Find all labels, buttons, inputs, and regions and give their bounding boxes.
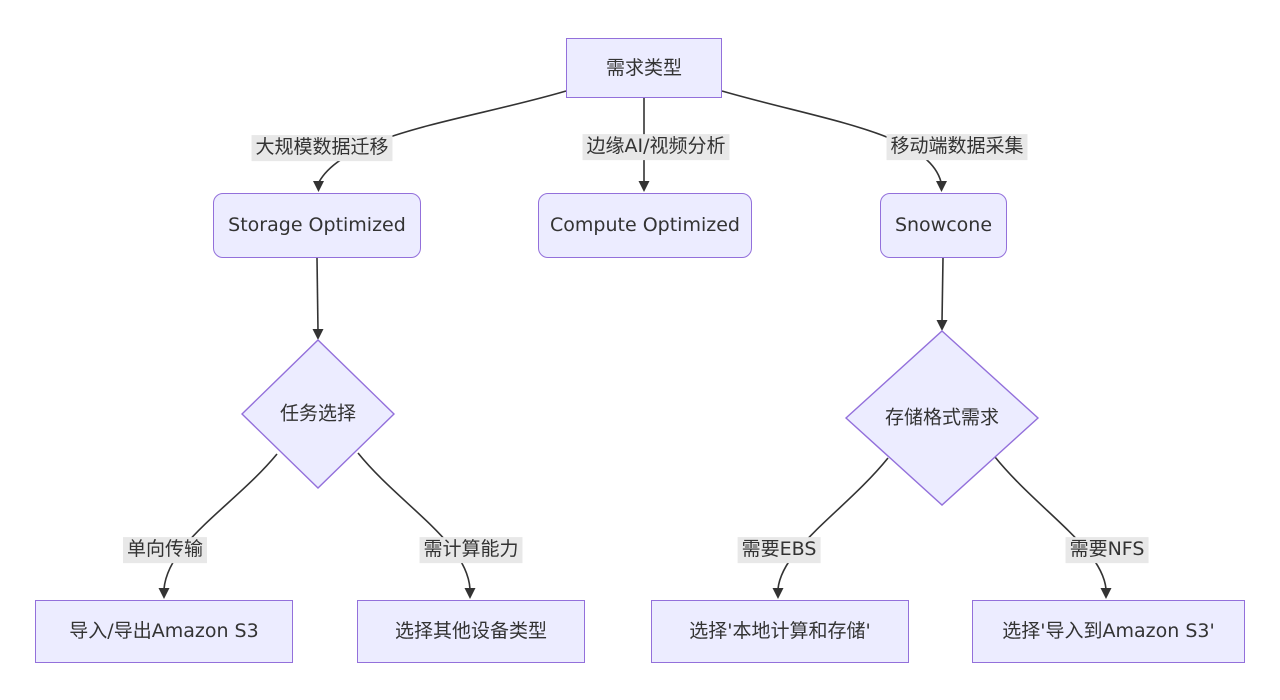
arrowhead-icon: [1100, 588, 1112, 599]
edge-label-need-compute: 需计算能力: [419, 537, 523, 563]
edge-label-mass-migration: 大规模数据迁移: [251, 135, 393, 161]
edge-label-need-ebs: 需要EBS: [737, 537, 821, 563]
decision-task-select-shape: [240, 339, 396, 489]
arrowhead-icon: [936, 320, 948, 331]
edge-label-one-way: 单向传输: [122, 537, 208, 563]
arrowhead-icon: [936, 181, 947, 192]
decision-storage-format-label: 存储格式需求: [884, 406, 1000, 429]
arrowhead-icon: [313, 181, 324, 192]
edge-storage-taskselect: [316, 257, 319, 332]
edge-needtype-snowcone: [721, 90, 942, 183]
arrowhead-icon: [772, 588, 784, 599]
edge-storageformat-imports3: [994, 456, 1107, 590]
decision-storage-format-shape: [844, 330, 1040, 506]
arrowhead-icon: [638, 181, 650, 192]
edge-taskselect-otherdevice: [357, 452, 471, 590]
edge-storageformat-localcompute: [777, 457, 889, 590]
edge-label-mobile-collect: 移动端数据采集: [886, 134, 1028, 160]
node-snowcone: Snowcone: [880, 193, 1007, 258]
edge-snowcone-storageformat: [941, 257, 944, 323]
node-import-export-amazon-s3: 导入/导出Amazon S3: [35, 600, 293, 663]
edge-label-edge-ai: 边缘AI/视频分析: [582, 134, 730, 160]
node-compute-optimized: Compute Optimized: [538, 193, 752, 258]
node-storage-optimized: Storage Optimized: [213, 193, 421, 258]
node-other-device-type: 选择其他设备类型: [357, 600, 585, 663]
decision-task-select-label: 任务选择: [279, 402, 357, 425]
arrowhead-icon: [312, 329, 324, 340]
edge-taskselect-importexport: [163, 453, 278, 590]
arrowhead-icon: [158, 588, 170, 599]
node-local-compute-storage: 选择'本地计算和存储': [651, 600, 909, 663]
edge-needtype-storage: [318, 90, 567, 183]
edge-label-need-nfs: 需要NFS: [1065, 537, 1149, 563]
arrowhead-icon: [464, 588, 476, 599]
node-import-to-amazon-s3: 选择'导入到Amazon S3': [972, 600, 1245, 663]
node-need-type: 需求类型: [566, 38, 722, 98]
